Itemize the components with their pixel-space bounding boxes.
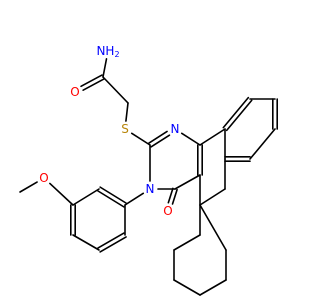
bond-a1-a2-b bbox=[97, 190, 125, 208]
bond-a3-om bbox=[49, 182, 74, 206]
bond-a1-a2-a bbox=[99, 186, 127, 204]
bond-c3-n2-a bbox=[150, 134, 171, 148]
bond-r1a-r1b-b bbox=[222, 96, 250, 129]
bond-c2-s bbox=[125, 102, 129, 122]
bond-r1a-r1b-a bbox=[225, 99, 253, 132]
atom-o-amide: O bbox=[70, 85, 79, 99]
bond-x1-x2 bbox=[173, 234, 201, 251]
bond-c6-o2-b bbox=[171, 188, 178, 205]
bond-a4-a5 bbox=[72, 234, 100, 251]
bond-om-me bbox=[19, 181, 38, 193]
bond-c1-c2 bbox=[102, 76, 129, 104]
atom-sulfur: S bbox=[121, 122, 129, 136]
bond-n1-c1 bbox=[102, 58, 108, 78]
atom-o-methoxy: O bbox=[39, 171, 48, 185]
atom-n-left: N bbox=[146, 182, 155, 196]
bond-a5-a6-a bbox=[99, 236, 127, 253]
bond-r1d-r1e bbox=[249, 128, 276, 160]
bond-c5-c6 bbox=[174, 174, 201, 190]
bond-x4-x5 bbox=[199, 279, 227, 296]
atom-o-keto: O bbox=[163, 204, 172, 218]
bond-c1-o1-a bbox=[80, 74, 103, 88]
bonds bbox=[19, 58, 279, 296]
atom-nh2: NH2 bbox=[96, 44, 119, 59]
bond-x3-x4 bbox=[173, 279, 201, 296]
bond-a5-a6-b bbox=[97, 232, 125, 249]
bond-x6-sp bbox=[199, 204, 227, 251]
bond-ch2-sp bbox=[199, 188, 226, 206]
bond-c1-o1-b bbox=[82, 78, 105, 91]
bond-a2-a3 bbox=[72, 188, 100, 206]
molecule-diagram: NH2 O S N N O O bbox=[19, 44, 279, 296]
bond-c4-r1a bbox=[199, 128, 226, 146]
bond-s-c3 bbox=[130, 132, 151, 146]
bond-c6-o2-a bbox=[167, 187, 174, 204]
atom-n-top: N bbox=[171, 122, 180, 136]
bond-c3-n2-b bbox=[148, 130, 168, 144]
bond-n3-a1 bbox=[124, 192, 145, 206]
bond-n2-c4 bbox=[180, 132, 201, 146]
